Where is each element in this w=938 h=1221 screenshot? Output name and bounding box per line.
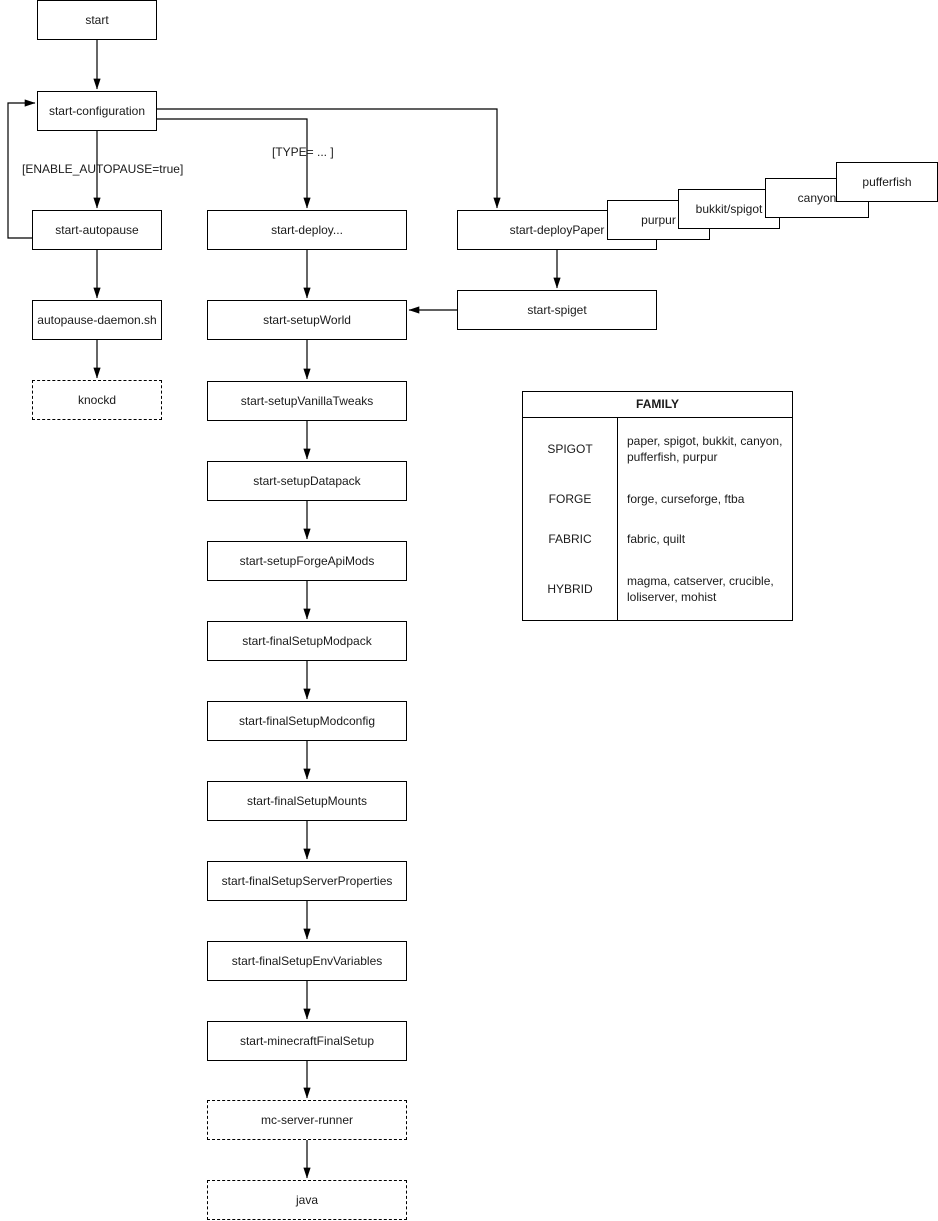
- node-start-finalsetupmounts[interactable]: start-finalSetupMounts: [207, 781, 407, 821]
- node-start-finalsetupserverproperties[interactable]: start-finalSetupServerProperties: [207, 861, 407, 901]
- family-table: FAMILY SPIGOT paper, spigot, bukkit, can…: [522, 391, 793, 621]
- family-key-spigot: SPIGOT: [523, 417, 618, 480]
- family-table-row-fabric: FABRIC fabric, quilt: [523, 519, 792, 559]
- family-key-forge: FORGE: [523, 479, 618, 520]
- node-start-finalsetupmodconfig[interactable]: start-finalSetupModconfig: [207, 701, 407, 741]
- node-start-autopause[interactable]: start-autopause: [32, 210, 162, 250]
- family-table-row-hybrid: HYBRID magma, catserver, crucible, lolis…: [523, 558, 792, 620]
- node-knockd[interactable]: knockd: [32, 380, 162, 420]
- family-table-row-forge: FORGE forge, curseforge, ftba: [523, 479, 792, 520]
- node-start-configuration[interactable]: start-configuration: [37, 91, 157, 131]
- node-java[interactable]: java: [207, 1180, 407, 1220]
- node-start-finalsetupmodpack[interactable]: start-finalSetupModpack: [207, 621, 407, 661]
- edge-label-type: [TYPE= ... ]: [272, 145, 334, 159]
- family-values-hybrid: magma, catserver, crucible, loliserver, …: [627, 573, 774, 605]
- node-start-setupvanillatweaks[interactable]: start-setupVanillaTweaks: [207, 381, 407, 421]
- node-start-setupworld[interactable]: start-setupWorld: [207, 300, 407, 340]
- family-table-header: FAMILY: [523, 392, 792, 418]
- node-start-spiget[interactable]: start-spiget: [457, 290, 657, 330]
- node-start-deploy[interactable]: start-deploy...: [207, 210, 407, 250]
- node-bukkit-spigot[interactable]: bukkit/spigot: [678, 189, 780, 229]
- node-start-minecraftfinalsetup[interactable]: start-minecraftFinalSetup: [207, 1021, 407, 1061]
- family-values-fabric: fabric, quilt: [627, 531, 686, 546]
- node-pufferfish[interactable]: pufferfish: [836, 162, 938, 202]
- node-start[interactable]: start: [37, 0, 157, 40]
- node-mc-server-runner[interactable]: mc-server-runner: [207, 1100, 407, 1140]
- node-autopause-daemon-sh[interactable]: autopause-daemon.sh: [32, 300, 162, 340]
- family-values-spigot: paper, spigot, bukkit, canyon, pufferfis…: [627, 433, 783, 464]
- family-table-row-spigot: SPIGOT paper, spigot, bukkit, canyon, pu…: [523, 417, 792, 480]
- node-start-setupdatapack[interactable]: start-setupDatapack: [207, 461, 407, 501]
- node-start-setupforgeapimods[interactable]: start-setupForgeApiMods: [207, 541, 407, 581]
- node-start-finalsetupenvvariables[interactable]: start-finalSetupEnvVariables: [207, 941, 407, 981]
- edge-label-enable-autopause: [ENABLE_AUTOPAUSE=true]: [22, 162, 184, 176]
- family-key-hybrid: HYBRID: [523, 558, 618, 620]
- family-key-fabric: FABRIC: [523, 519, 618, 559]
- family-values-forge: forge, curseforge, ftba: [627, 492, 745, 507]
